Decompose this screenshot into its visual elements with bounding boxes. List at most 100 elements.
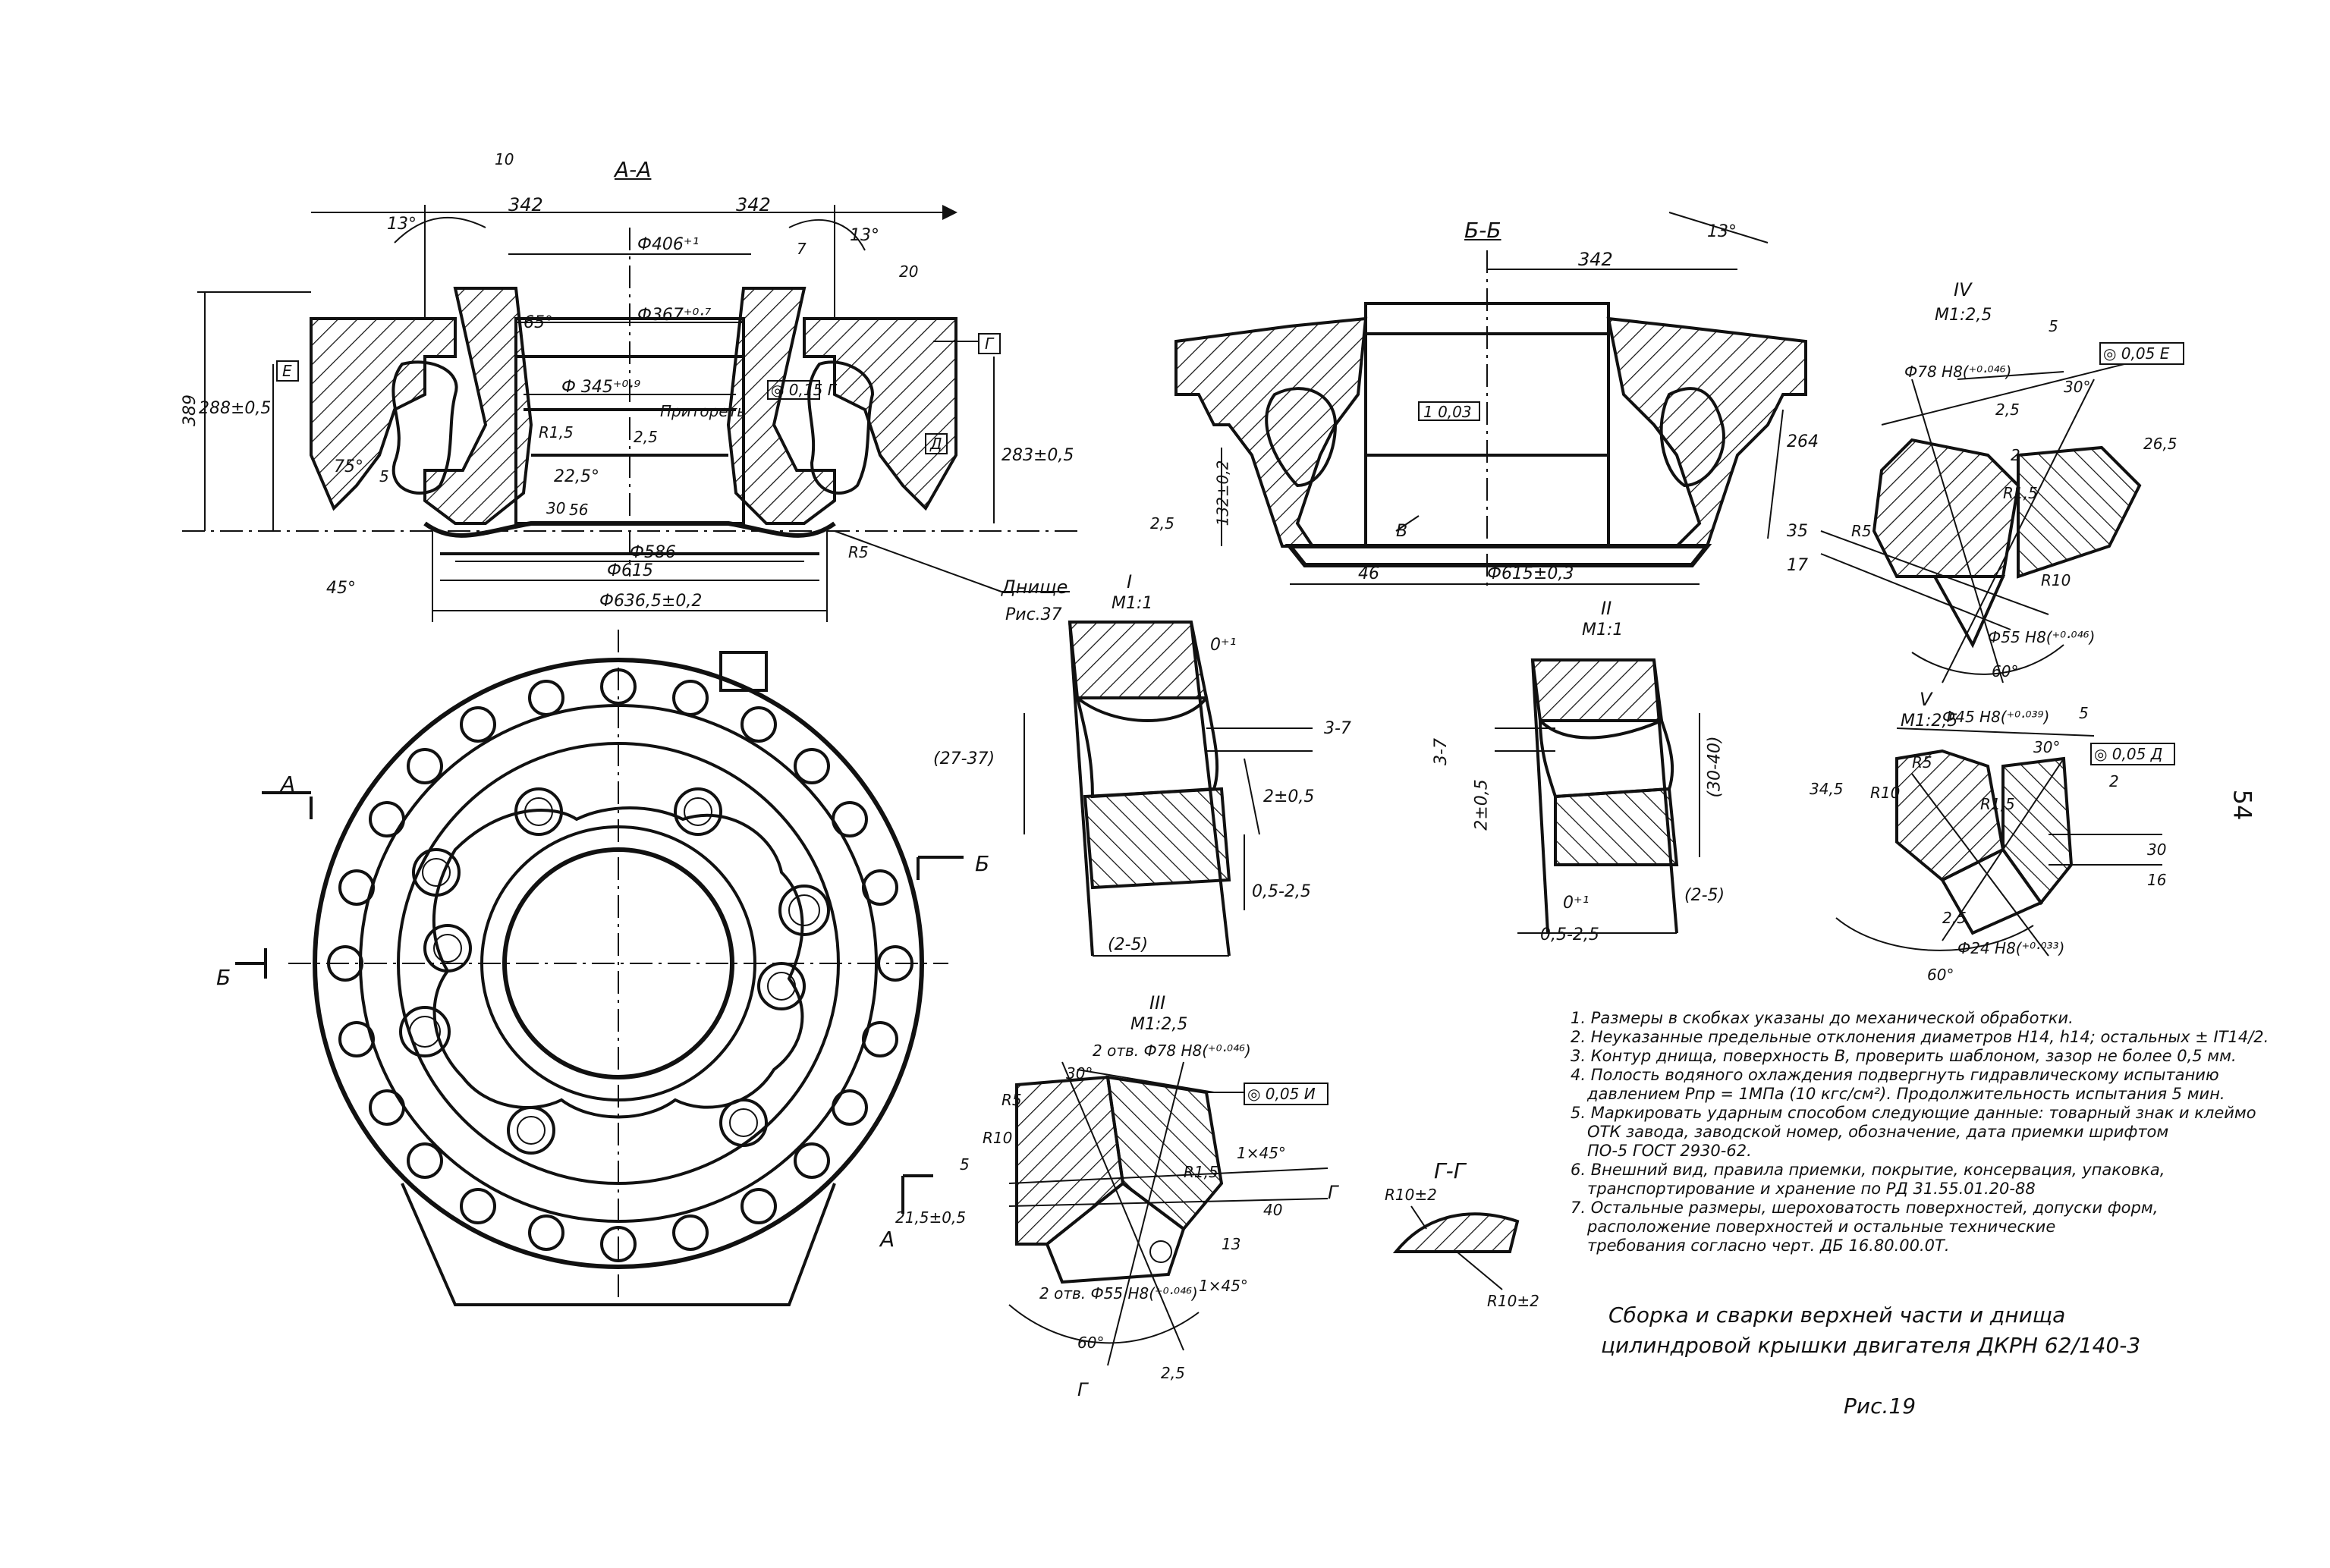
detail-v-30: 30 [2147, 841, 2167, 859]
detail-ii-0: 0⁺¹ [1563, 894, 1589, 913]
aa-height-56: 56 [569, 501, 589, 519]
detail-v-d45: Ф45 Н8(⁺⁰·⁰³⁹) [1942, 708, 2050, 726]
note-line: 4. Полость водяного охлаждения подвергну… [1571, 1066, 2219, 1084]
detail-iii-5: 5 [960, 1155, 970, 1174]
detail-i-37: 3-7 [1324, 719, 1351, 738]
roughness-20: 20 [899, 262, 919, 281]
aa-dim-7: 7 [797, 240, 807, 258]
aa-angle-225: 22,5° [554, 467, 599, 486]
detail-iv-2: 2 [2011, 446, 2020, 464]
bb-height-46: 46 [1358, 564, 1379, 583]
aa-height-30: 30 [546, 499, 566, 517]
aa-dia-6365: Ф636,5±0,2 [599, 592, 703, 611]
detail-iv-r10: R10 [2041, 571, 2071, 589]
aa-lap-note: Притореть [660, 402, 747, 420]
detail-iii-r15: R1,5 [1184, 1163, 1218, 1181]
detail-ii-0525: 0,5-2,5 [1540, 925, 1599, 944]
detail-iv-d55: Ф55 Н8(⁺⁰·⁰⁴⁶) [1988, 628, 2096, 646]
detail-iii-a30: 30° [1066, 1064, 1093, 1083]
detail-iii-scale: М1:2,5 [1130, 1015, 1188, 1034]
detail-i-view [1024, 621, 1313, 957]
detail-v-16: 16 [2147, 871, 2167, 889]
detail-v-25: 2,5 [1942, 909, 1967, 927]
detail-v-r10: R10 [1870, 784, 1901, 802]
bottom-label: Днище [1001, 577, 1068, 598]
aa-radius-15: R1,5 [539, 423, 574, 441]
bb-height-132: 132±0,2 [1213, 460, 1232, 526]
cut-a-bottom: А [880, 1227, 895, 1252]
aa-dia-615: Ф615 [607, 561, 653, 580]
detail-iii-13: 13 [1222, 1235, 1241, 1253]
cut-b-right: Б [975, 851, 990, 876]
detail-ii-title: II [1601, 598, 1612, 619]
surface-g-label: Г [985, 335, 994, 353]
bb-dia-615: Ф615±0,3 [1487, 564, 1574, 583]
detail-iv-r5: R5 [1851, 522, 1872, 540]
aa-dim-5: 5 [379, 467, 389, 485]
detail-v-5: 5 [2079, 704, 2089, 722]
note-line: 6. Внешний вид, правила приемки, покрыти… [1571, 1161, 2165, 1179]
note-line: 2. Неуказанные предельные отклонения диа… [1571, 1028, 2269, 1046]
detail-iv-view [1820, 342, 2184, 683]
detail-v-scale: М1:2,5 [1901, 712, 1958, 731]
page-number: 54 [2228, 789, 2257, 821]
section-bb-view [1174, 212, 1807, 592]
detail-iv-title: IV [1954, 279, 1972, 300]
note-line: 1. Размеры в скобках указаны до механиче… [1571, 1009, 2074, 1027]
detail-iii-view [1008, 1061, 1329, 1366]
detail-i-2: 2±0,5 [1263, 787, 1315, 806]
detail-iii-r5: R5 [1001, 1091, 1022, 1109]
detail-v-r5: R5 [1912, 753, 1932, 771]
detail-v-a60: 60° [1927, 966, 1954, 984]
detail-ii-25: (2-5) [1684, 886, 1725, 905]
detail-iv-265: 26,5 [2143, 435, 2177, 453]
gg-radius-b: R10±2 [1487, 1292, 1539, 1310]
detail-iii-a60: 60° [1077, 1334, 1105, 1352]
detail-iii-frame: ◎ 0,05 И [1247, 1085, 1316, 1103]
detail-iii-40: 40 [1263, 1201, 1283, 1219]
cut-g-right: Г [1328, 1182, 1338, 1203]
inner-studs [399, 787, 830, 1155]
aa-width-left: 342 [508, 194, 543, 215]
note-line: давлением Pпр = 1МПа (10 кгс/см²). Продо… [1587, 1085, 2225, 1103]
caption-line-1: Сборка и сварки верхней части и днища [1608, 1302, 2066, 1328]
plan-view [235, 630, 964, 1306]
section-bb-title: Б-Б [1464, 218, 1501, 243]
aa-height-288: 288±0,5 [199, 399, 272, 418]
gg-radius-a: R10±2 [1385, 1186, 1437, 1204]
bb-flatness-frame: 1 0,03 [1423, 403, 1472, 421]
section-gg-view [1392, 1205, 1520, 1290]
detail-ii-scale: М1:1 [1582, 621, 1624, 639]
aa-roughness-25: 2,5 [634, 428, 658, 446]
detail-iii-title: III [1149, 992, 1166, 1013]
bb-roughness: 2,5 [1150, 514, 1174, 533]
detail-v-d24: Ф24 Н8(⁺⁰·⁰³³) [1957, 939, 2065, 957]
aa-angle-13-left: 13° [387, 215, 417, 234]
detail-iii-d55: 2 отв. Ф55 Н8(⁺⁰·⁰⁴⁶) [1039, 1284, 1198, 1302]
aa-dia-406: Ф406⁺¹ [637, 235, 700, 254]
detail-iii-d78: 2 отв. Ф78 Н8(⁺⁰·⁰⁴⁶) [1093, 1042, 1251, 1060]
technical-notes: 1. Размеры в скобках указаны до механиче… [1571, 1009, 2269, 1255]
detail-ii-37: 3-7 [1431, 738, 1451, 765]
aa-height-389: 389 [181, 394, 200, 426]
bb-height-17: 17 [1787, 556, 1808, 575]
cut-g-bottom: Г [1077, 1379, 1088, 1400]
detail-v-title: V [1920, 689, 1932, 710]
detail-ii-view [1495, 658, 1700, 934]
detail-iv-d78: Ф78 Н8(⁺⁰·⁰⁴⁶) [1904, 363, 2012, 381]
detail-i-25: (2-5) [1108, 935, 1149, 954]
aa-angle-45: 45° [326, 579, 356, 598]
surface-d-label: Д [930, 435, 942, 453]
roughness-10: 10 [495, 150, 514, 168]
figure-37-ref: Рис.37 [1005, 605, 1062, 624]
detail-v-345: 34,5 [1810, 780, 1844, 798]
bb-width-342: 342 [1578, 249, 1613, 270]
detail-v-r15: R1,5 [1980, 795, 2015, 813]
aa-dia-345: Ф 345⁺⁰·⁹ [561, 378, 641, 397]
aa-tolerance-frame: ◎ 0,15 Г [771, 381, 836, 399]
detail-v-2: 2 [2109, 772, 2119, 790]
cut-b-left: Б [216, 965, 231, 990]
section-gg-title: Г-Г [1434, 1158, 1466, 1183]
detail-ii-2: 2±0,5 [1472, 779, 1492, 831]
